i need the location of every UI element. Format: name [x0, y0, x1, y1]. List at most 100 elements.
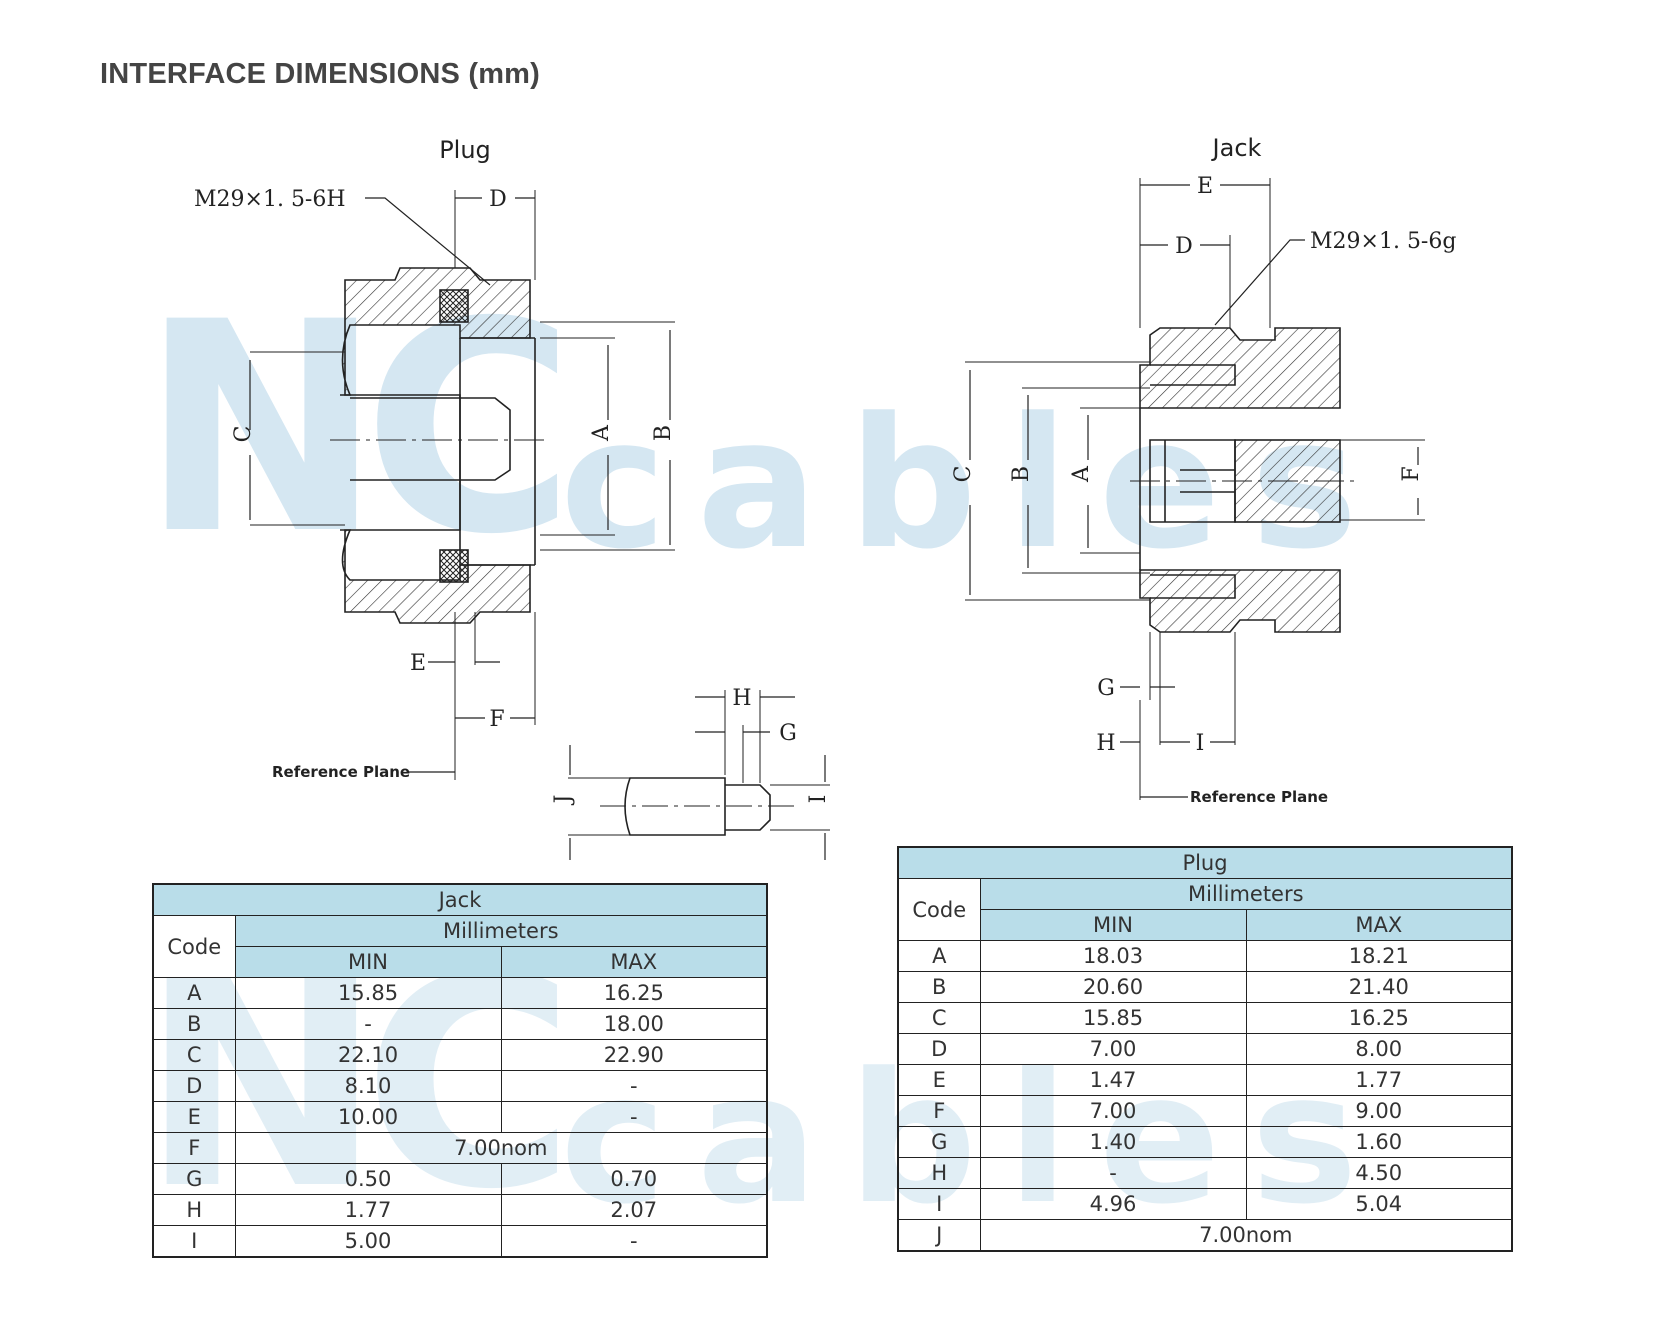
jack-thread-label: M29×1. 5-6g — [1310, 229, 1456, 254]
row-max: 18.00 — [500, 1008, 768, 1040]
row-code: B — [897, 971, 981, 1003]
pin-dim-g: G — [779, 721, 797, 746]
row-max: 18.21 — [1245, 940, 1513, 972]
table-row: B-18.00 — [152, 1008, 768, 1040]
jack-table-code-header: Code — [152, 915, 236, 978]
plug-oring-upper — [439, 289, 469, 323]
jack-drawing-title: Jack — [1211, 134, 1262, 162]
row-max: 0.70 — [500, 1163, 768, 1195]
row-max: 1.60 — [1245, 1126, 1513, 1158]
jack-reference-plane: Reference Plane — [1190, 788, 1328, 806]
pin-dim-i: I — [806, 795, 831, 804]
row-min: 7.00 — [979, 1095, 1247, 1127]
row-nominal: 7.00nom — [979, 1219, 1513, 1252]
row-max: - — [500, 1070, 768, 1102]
row-max: 9.00 — [1245, 1095, 1513, 1127]
row-max: 5.04 — [1245, 1188, 1513, 1220]
row-max: 4.50 — [1245, 1157, 1513, 1189]
row-min: 1.40 — [979, 1126, 1247, 1158]
plug-dim-f: F — [489, 707, 504, 732]
row-max: - — [500, 1225, 768, 1258]
pin-dim-j: J — [551, 795, 576, 806]
row-code: I — [897, 1188, 981, 1220]
plug-drawing: Plug C A B — [194, 136, 676, 781]
row-min: 20.60 — [979, 971, 1247, 1003]
row-code: A — [897, 940, 981, 972]
jack-table-title: Jack — [152, 883, 768, 916]
page-title: INTERFACE DIMENSIONS (mm) — [100, 58, 541, 90]
row-code: E — [897, 1064, 981, 1096]
row-min: 15.85 — [234, 977, 502, 1009]
plug-reference-plane: Reference Plane — [272, 763, 410, 781]
row-max: 2.07 — [500, 1194, 768, 1226]
plug-dim-c: C — [231, 426, 256, 443]
plug-table-max-header: MAX — [1245, 909, 1513, 941]
row-code: H — [152, 1194, 236, 1226]
row-min: - — [979, 1157, 1247, 1189]
jack-dim-e: E — [1197, 174, 1213, 199]
row-min: 4.96 — [979, 1188, 1247, 1220]
row-min: 15.85 — [979, 1002, 1247, 1034]
row-code: D — [152, 1070, 236, 1102]
row-code: C — [152, 1039, 236, 1071]
plug-thread-label: M29×1. 5-6H — [194, 187, 346, 212]
jack-body-upper — [1139, 327, 1341, 409]
jack-table-min-header: MIN — [234, 946, 502, 978]
row-code: F — [897, 1095, 981, 1127]
plug-body-lower — [341, 529, 531, 624]
jack-dim-f: F — [1399, 466, 1424, 481]
row-max: 1.77 — [1245, 1064, 1513, 1096]
row-max: 22.90 — [500, 1039, 768, 1071]
jack-dim-h: H — [1096, 731, 1115, 756]
pin-dim-h: H — [732, 686, 751, 711]
pin-tip — [725, 784, 771, 831]
row-min: 10.00 — [234, 1101, 502, 1133]
row-code: J — [897, 1219, 981, 1252]
row-max: 16.25 — [500, 977, 768, 1009]
row-code: B — [152, 1008, 236, 1040]
plug-oring-lower — [439, 549, 469, 583]
row-min: 22.10 — [234, 1039, 502, 1071]
jack-table-unit-header: Millimeters — [234, 915, 768, 947]
row-min: 18.03 — [979, 940, 1247, 972]
row-min: 7.00 — [979, 1033, 1247, 1065]
row-min: - — [234, 1008, 502, 1040]
row-code: A — [152, 977, 236, 1009]
row-code: D — [897, 1033, 981, 1065]
plug-center-pin — [350, 397, 511, 481]
plug-dim-e: E — [410, 651, 426, 676]
plug-dim-d: D — [489, 187, 507, 212]
row-max: - — [500, 1101, 768, 1133]
row-min: 0.50 — [234, 1163, 502, 1195]
row-code: G — [152, 1163, 236, 1195]
jack-table-max-header: MAX — [500, 946, 768, 978]
jack-dim-d: D — [1175, 234, 1193, 259]
plug-table-min-header: MIN — [979, 909, 1247, 941]
plug-table-code-header: Code — [897, 878, 981, 941]
row-code: G — [897, 1126, 981, 1158]
row-max: 21.40 — [1245, 971, 1513, 1003]
interface-drawings: Plug C A B — [194, 134, 1456, 860]
pin-detail: H G J I — [551, 686, 831, 860]
jack-body-lower — [1139, 569, 1341, 633]
row-max: 16.25 — [1245, 1002, 1513, 1034]
row-code: H — [897, 1157, 981, 1189]
jack-dim-a: A — [1069, 465, 1094, 483]
row-min: 1.77 — [234, 1194, 502, 1226]
plug-body-upper — [341, 267, 531, 396]
row-max: 8.00 — [1245, 1033, 1513, 1065]
